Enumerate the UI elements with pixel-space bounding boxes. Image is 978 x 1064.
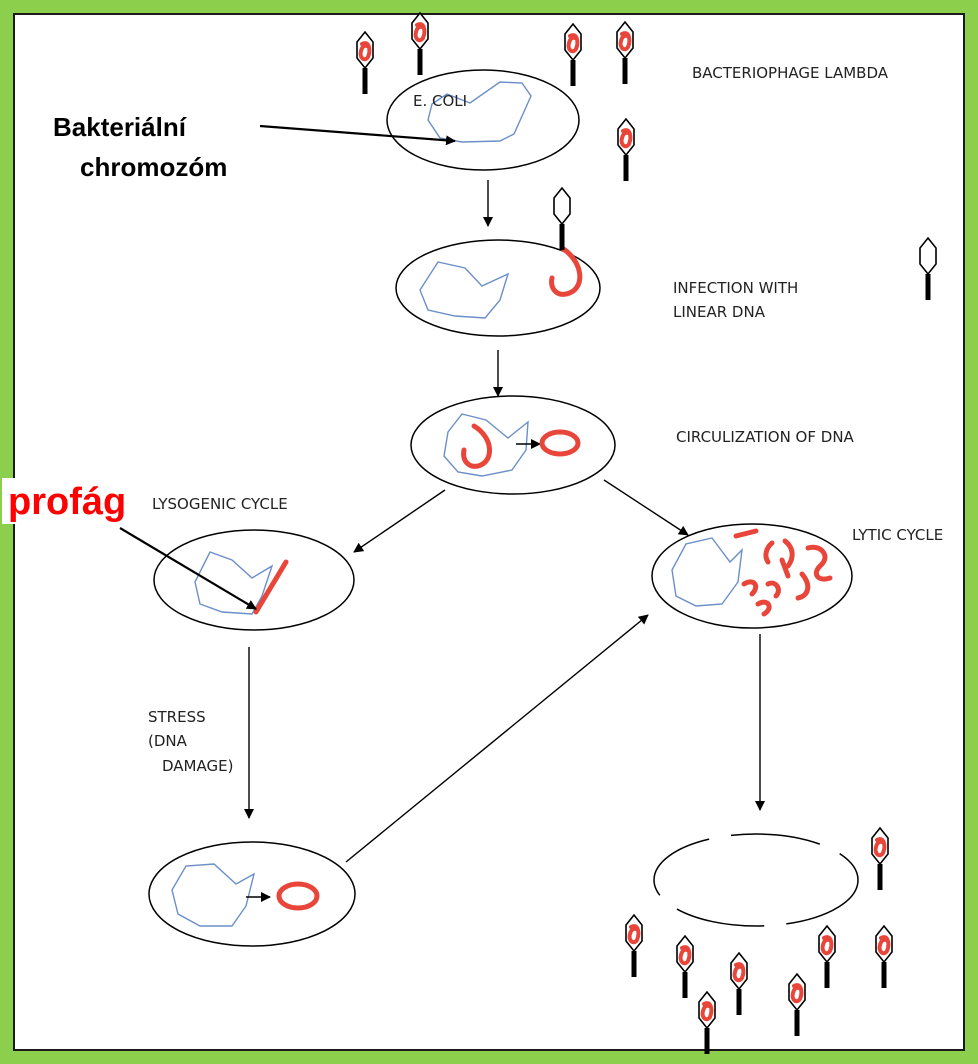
prophage-label-backing <box>2 478 152 524</box>
infection-cell <box>395 239 601 337</box>
lytic-cell <box>651 523 853 629</box>
phage-dna-inside <box>461 423 492 469</box>
ecoli-label: E. COLI <box>413 92 467 110</box>
arrow-induction-to-lytic <box>345 614 649 863</box>
phage-icon <box>872 828 888 890</box>
bacterial-chromosome <box>171 863 256 927</box>
prophage-pointer-arrow <box>119 527 257 610</box>
linear-phage-dna <box>549 245 583 297</box>
bacterial-chromosome <box>443 413 529 477</box>
phage-icon <box>565 24 581 86</box>
phage-icon <box>731 953 747 1015</box>
prophage-annotation: profág <box>8 481 126 523</box>
bacteriophage-lambda-label: BACTERIOPHAGE LAMBDA <box>692 64 889 82</box>
integrated-prophage <box>253 559 289 615</box>
arrow-to-lysogenic <box>353 489 446 553</box>
phage-icon <box>618 119 634 181</box>
chromosome-pointer-arrow <box>259 124 456 146</box>
circularization-label: CIRCULIZATION OF DNA <box>676 428 855 446</box>
infection-label-line2: LINEAR DNA <box>673 303 766 321</box>
lytic-label: LYTIC CYCLE <box>852 526 943 544</box>
replicated-phage-dna <box>733 528 833 617</box>
lysed-cell <box>653 833 859 927</box>
phage-icon <box>677 936 693 998</box>
induced-cell <box>148 841 356 947</box>
chromosome-annotation-line2: chromozóm <box>80 152 227 182</box>
phage-icon <box>626 915 642 977</box>
excised-phage-dna <box>276 881 320 911</box>
phage-icon <box>819 926 835 988</box>
phage-icon <box>699 992 715 1054</box>
bacterial-chromosome <box>427 81 532 143</box>
phage-icon <box>789 974 805 1036</box>
phage-icon <box>617 22 633 84</box>
bacterial-chromosome <box>194 551 274 615</box>
circularization-cell <box>410 395 616 495</box>
ecoli-cell: E. COLI <box>386 69 580 171</box>
stress-label-line2: (DNA <box>148 732 188 750</box>
stress-label-line1: STRESS <box>148 708 206 726</box>
arrow-to-lytic <box>603 479 689 536</box>
circular-phage-dna <box>539 429 581 457</box>
injecting-phage-icon <box>554 188 570 250</box>
empty-phage-icon <box>920 238 936 300</box>
chromosome-annotation-line1: Bakteriální <box>53 112 187 142</box>
lysogenic-cell <box>153 529 355 631</box>
bacterial-chromosome <box>419 261 510 319</box>
bacterial-chromosome <box>671 537 743 607</box>
infection-label-line1: INFECTION WITH <box>673 279 798 297</box>
phage-icon <box>412 13 428 75</box>
lysogenic-label: LYSOGENIC CYCLE <box>152 495 288 513</box>
phage-icon <box>357 32 373 94</box>
stress-label-line3: DAMAGE) <box>162 757 233 775</box>
phage-icon <box>876 926 892 988</box>
